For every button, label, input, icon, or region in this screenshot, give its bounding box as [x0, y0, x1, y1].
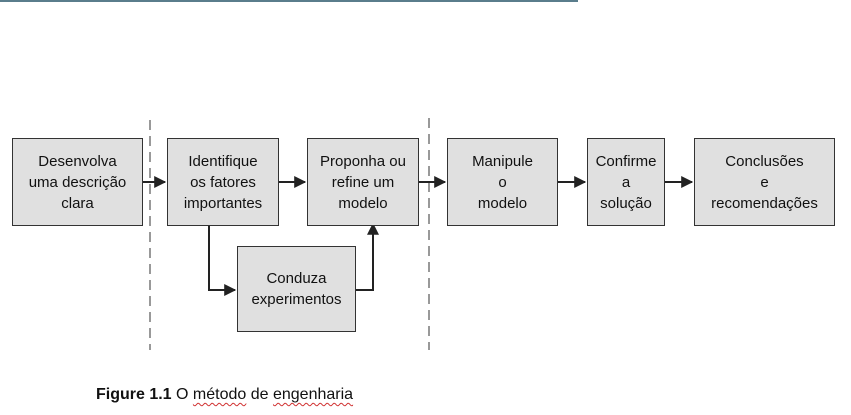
step-conduct-experiments: Conduza experimentos: [237, 246, 356, 332]
step-confirm-solution: Confirme a solução: [587, 138, 665, 226]
figure-label: Figure 1.1: [96, 386, 172, 403]
figure-caption: Figure 1.1 O método de engenharia: [96, 386, 353, 404]
step-manipulate-model: Manipule o modelo: [447, 138, 558, 226]
step-describe-problem: Desenvolva uma descrição clara: [12, 138, 143, 226]
caption-word-metodo: método: [193, 386, 246, 403]
caption-text-de: de: [246, 386, 273, 403]
step-identify-factors: Identifique os fatores importantes: [167, 138, 279, 226]
arrow-experiments-propose: [356, 224, 373, 290]
arrow-identify-experiments: [209, 226, 235, 290]
step-conclusions: Conclusões e recomendações: [694, 138, 835, 226]
caption-word-engenharia: engenharia: [273, 386, 353, 403]
caption-text-o: O: [172, 386, 193, 403]
step-propose-model: Proponha ou refine um modelo: [307, 138, 419, 226]
